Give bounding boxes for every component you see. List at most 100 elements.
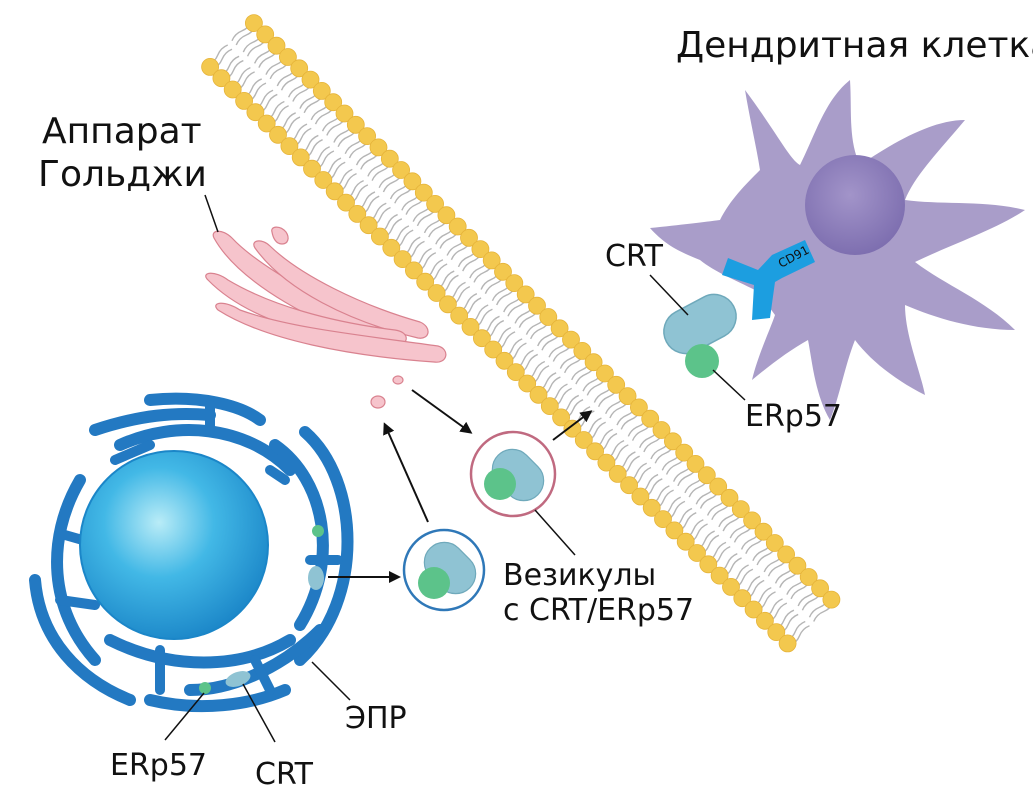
lipid-head — [448, 217, 467, 236]
lipid-head — [201, 58, 220, 76]
lipid-head — [506, 363, 525, 382]
lipid-head — [484, 340, 503, 359]
lipid-head — [324, 93, 343, 112]
lipid-head — [235, 92, 254, 110]
lipid-head — [257, 114, 276, 133]
label-erp57-er: ERp57 — [110, 748, 207, 783]
cd91-receptor-y-shape — [722, 240, 815, 320]
arrow-vesicle-to-membrane — [552, 410, 593, 441]
leader-vesicles — [534, 509, 576, 556]
lipid-head — [550, 319, 569, 338]
leader-lines — [164, 194, 746, 743]
lipid-head — [280, 137, 299, 156]
label-golgi-line2: Гольджи — [38, 154, 207, 195]
lipid-head — [301, 70, 320, 89]
lipid-head — [654, 510, 672, 528]
lipid-head — [380, 149, 399, 168]
lipid-head — [778, 634, 797, 653]
lipid-head — [664, 432, 682, 451]
lipid-head — [754, 522, 773, 541]
lipid-head — [607, 375, 626, 394]
lipid-head — [437, 206, 456, 225]
lipid-head — [404, 261, 423, 280]
lipid-head — [562, 330, 580, 349]
dendritic-cell — [650, 80, 1025, 420]
lipid-head — [584, 353, 603, 372]
label-erp57-membrane: ERp57 — [745, 399, 842, 434]
lipid-head — [335, 104, 354, 123]
lipid-head — [495, 351, 514, 370]
lipid-head — [256, 25, 275, 44]
er-link-5 — [265, 465, 290, 485]
lipid-head — [676, 532, 695, 551]
lipid-head — [358, 127, 377, 146]
lipid-head — [563, 419, 582, 438]
lipid-head — [733, 589, 752, 608]
dendritic-cell-nucleus — [805, 155, 905, 255]
lipid-head — [426, 194, 445, 213]
lipid-head — [438, 295, 457, 314]
lipid-head — [756, 611, 774, 630]
leader-golgi — [204, 194, 219, 233]
er-arc-left — [51, 474, 101, 666]
lipid-head — [369, 138, 388, 157]
vesicle-er-erp57 — [418, 567, 450, 599]
lipid-head — [573, 341, 592, 360]
lipid-head — [278, 48, 297, 66]
lipid-head — [597, 453, 616, 472]
lipid-head — [777, 545, 795, 564]
lipid-head — [788, 556, 807, 575]
er-crt-bottom — [225, 671, 251, 687]
er-arc-bottom-3 — [144, 684, 291, 713]
label-vesicles-line2: с CRT/ERp57 — [503, 593, 694, 628]
lipid-head — [765, 534, 784, 552]
membrane-lipid-heads — [201, 14, 841, 653]
lipid-head — [244, 14, 263, 33]
arrows — [328, 389, 593, 583]
arrow-vesicle-to-golgi — [383, 422, 429, 523]
er-arc-right-1 — [269, 439, 329, 631]
leader-er — [311, 661, 351, 701]
lipid-head — [710, 566, 729, 585]
lipid-head — [461, 317, 480, 336]
lipid-head — [337, 193, 355, 212]
vesicle-er — [402, 528, 486, 612]
lipid-head — [427, 284, 446, 302]
golgi-vesicle-1 — [370, 395, 386, 409]
lipid-head — [348, 204, 367, 223]
lipid-head — [450, 306, 469, 325]
er-link-8 — [110, 440, 155, 465]
label-dendritic-cell: Дендритная клетка — [676, 25, 1033, 66]
lipid-head — [743, 511, 761, 530]
cell-membrane — [201, 14, 841, 653]
membrane-erp57 — [685, 344, 719, 378]
er-arc-left-2 — [29, 574, 136, 706]
lipid-head — [312, 82, 331, 100]
golgi-cisterna-2 — [253, 240, 429, 339]
golgi-apparatus — [205, 226, 447, 409]
lipid-head — [641, 409, 660, 428]
er-erp57-top — [312, 525, 324, 537]
lipid-head — [822, 590, 841, 609]
lipid-head — [393, 250, 412, 269]
lipid-head — [665, 521, 684, 540]
er-arc-top-2 — [89, 407, 216, 436]
lipid-head — [359, 216, 378, 235]
lipid-head — [346, 115, 365, 134]
lipid-head — [460, 228, 478, 247]
lipid-head — [720, 488, 739, 507]
lipid-head — [608, 464, 627, 483]
lipid-head — [767, 623, 786, 641]
lipid-head — [267, 36, 286, 55]
golgi-cisterna-5 — [271, 226, 289, 245]
lipid-head — [539, 308, 558, 326]
lipid-head — [686, 454, 705, 473]
lipid-head — [314, 171, 333, 189]
label-crt-er: CRT — [255, 757, 314, 792]
lipid-head — [642, 498, 661, 517]
lipid-head — [529, 385, 548, 404]
lipid-head — [618, 387, 637, 406]
lipid-head — [392, 161, 411, 179]
label-crt-membrane: CRT — [605, 239, 664, 274]
